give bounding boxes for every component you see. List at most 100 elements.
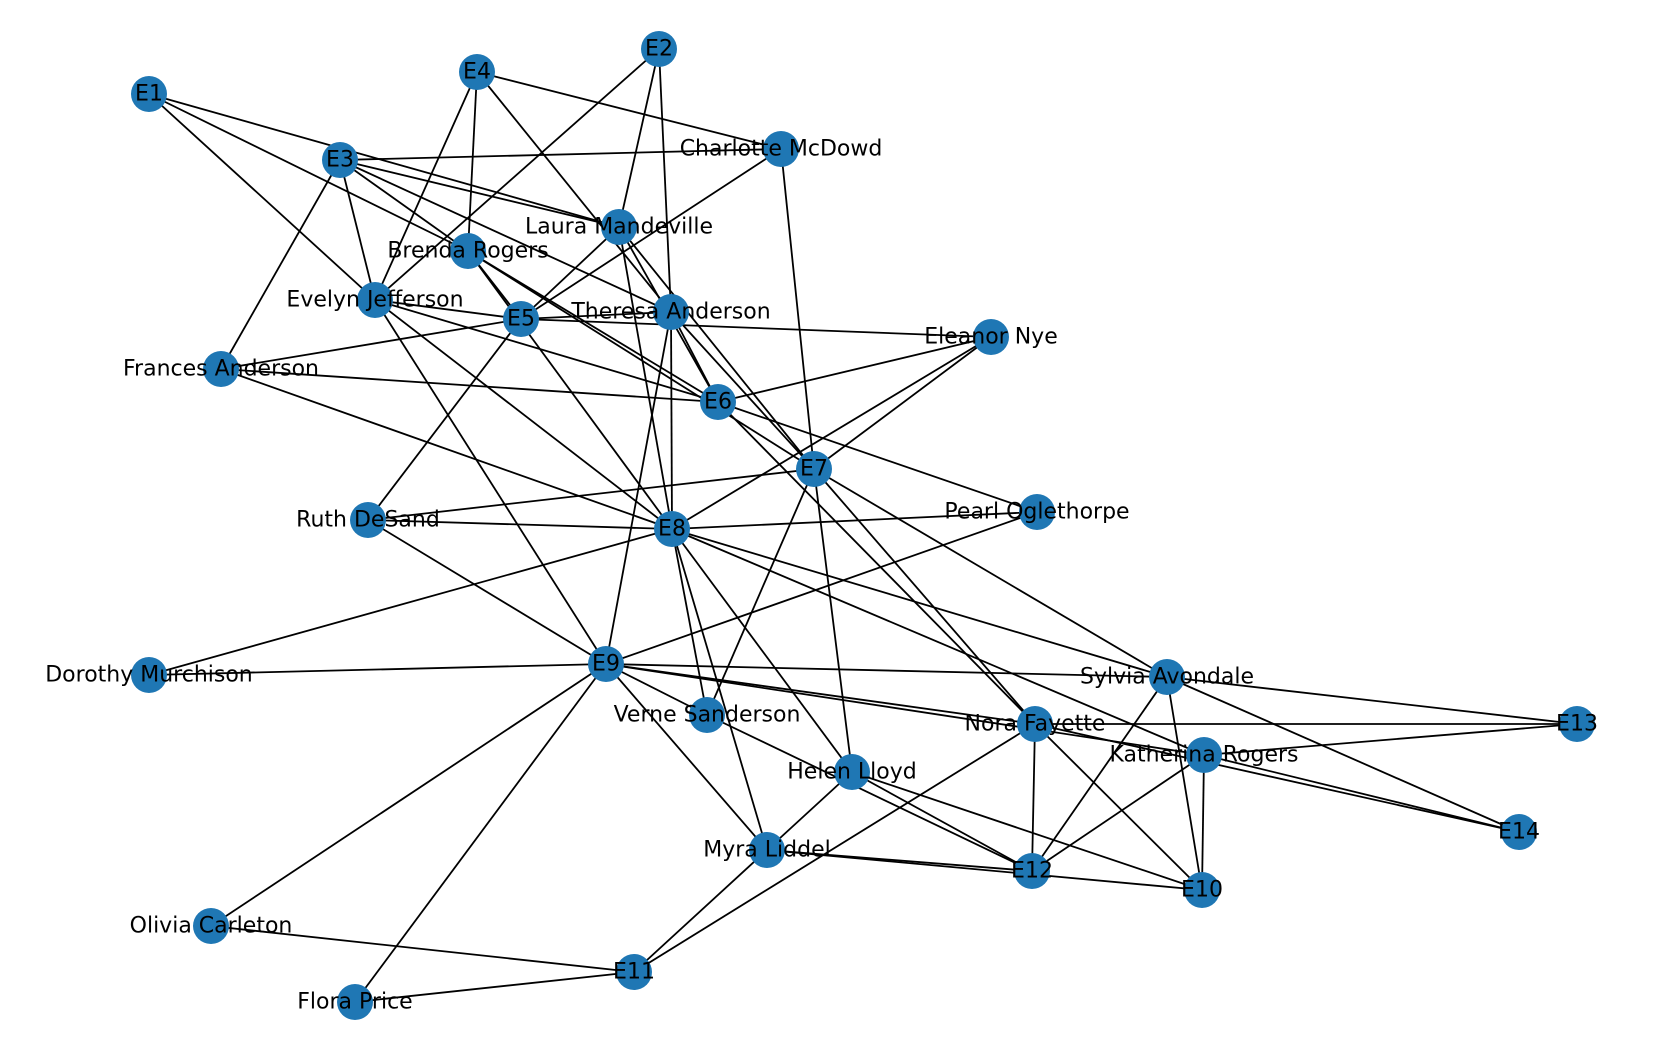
node-label: E9 bbox=[592, 652, 620, 677]
node-circle[interactable] bbox=[357, 282, 393, 318]
node-e5[interactable]: E5 bbox=[503, 301, 539, 337]
edge-dorothy-e9 bbox=[148, 663, 607, 676]
edge-laura-e5 bbox=[520, 226, 620, 320]
node-myra[interactable]: Myra Liddel bbox=[703, 832, 831, 868]
node-circle[interactable] bbox=[1559, 706, 1595, 742]
edge-evelyn-e4 bbox=[374, 71, 478, 301]
node-circle[interactable] bbox=[203, 351, 239, 387]
node-circle[interactable] bbox=[834, 754, 870, 790]
node-e4[interactable]: E4 bbox=[459, 54, 495, 90]
node-circle[interactable] bbox=[654, 511, 690, 547]
node-eleanor[interactable]: Eleanor Nye bbox=[924, 319, 1058, 355]
node-circle[interactable] bbox=[1014, 853, 1050, 889]
node-verne[interactable]: Verne Sanderson bbox=[614, 697, 801, 733]
edge-laura-e7 bbox=[618, 226, 815, 470]
node-e8[interactable]: E8 bbox=[654, 511, 690, 547]
node-label: Myra Liddel bbox=[703, 838, 830, 863]
node-dorothy[interactable]: Dorothy Murchison bbox=[45, 657, 253, 693]
edge-frances-e5 bbox=[220, 318, 522, 370]
node-circle[interactable] bbox=[1149, 659, 1185, 695]
node-circle[interactable] bbox=[700, 384, 736, 420]
node-circle[interactable] bbox=[601, 209, 637, 245]
edge-eleanor-e8 bbox=[671, 336, 992, 530]
node-e1[interactable]: E1 bbox=[131, 76, 167, 112]
node-e3[interactable]: E3 bbox=[322, 142, 358, 178]
edge-verne-e8 bbox=[671, 528, 708, 716]
node-e10[interactable]: E10 bbox=[1181, 872, 1223, 908]
edge-eleanor-e5 bbox=[520, 318, 992, 338]
edge-verne-e12 bbox=[706, 714, 1033, 872]
node-ruth[interactable]: Ruth DeSand bbox=[296, 502, 440, 538]
node-circle[interactable] bbox=[749, 832, 785, 868]
node-circle[interactable] bbox=[1017, 706, 1053, 742]
node-e2[interactable]: E2 bbox=[641, 31, 677, 67]
node-helen[interactable]: Helen Lloyd bbox=[787, 754, 917, 790]
node-circle[interactable] bbox=[193, 908, 229, 944]
edge-ruth-e5 bbox=[367, 318, 522, 521]
node-circle[interactable] bbox=[641, 31, 677, 67]
node-circle[interactable] bbox=[689, 697, 725, 733]
edge-nora-e11 bbox=[633, 723, 1036, 973]
edge-katherina-e14 bbox=[1203, 754, 1520, 833]
node-circle[interactable] bbox=[131, 657, 167, 693]
node-sylvia[interactable]: Sylvia Avondale bbox=[1080, 659, 1254, 695]
node-circle[interactable] bbox=[763, 131, 799, 167]
node-label: E4 bbox=[463, 60, 491, 85]
node-circle[interactable] bbox=[1501, 814, 1537, 850]
node-flora[interactable]: Flora Price bbox=[297, 984, 413, 1020]
edge-katherina-e8 bbox=[671, 528, 1205, 756]
node-e12[interactable]: E12 bbox=[1011, 853, 1053, 889]
node-circle[interactable] bbox=[1019, 494, 1055, 530]
node-label: Frances Anderson bbox=[123, 357, 319, 382]
node-circle[interactable] bbox=[796, 451, 832, 487]
node-circle[interactable] bbox=[350, 502, 386, 538]
node-e13[interactable]: E13 bbox=[1556, 706, 1598, 742]
node-circle[interactable] bbox=[1184, 872, 1220, 908]
edge-eleanor-e6 bbox=[717, 336, 992, 403]
edge-brenda-e7 bbox=[467, 250, 815, 470]
node-charlotte[interactable]: Charlotte McDowd bbox=[680, 131, 883, 167]
node-frances[interactable]: Frances Anderson bbox=[123, 351, 319, 387]
node-circle[interactable] bbox=[973, 319, 1009, 355]
node-circle[interactable] bbox=[1186, 737, 1222, 773]
node-circle[interactable] bbox=[337, 984, 373, 1020]
node-circle[interactable] bbox=[616, 954, 652, 990]
edge-nora-e14 bbox=[1034, 723, 1520, 833]
node-katherina[interactable]: Katherina Rogers bbox=[1110, 737, 1299, 773]
node-theresa[interactable]: Theresa Anderson bbox=[570, 294, 771, 330]
node-e7[interactable]: E7 bbox=[796, 451, 832, 487]
node-label: Evelyn Jefferson bbox=[286, 288, 463, 313]
node-nora[interactable]: Nora Fayette bbox=[965, 706, 1106, 742]
node-circle[interactable] bbox=[450, 233, 486, 269]
node-e6[interactable]: E6 bbox=[700, 384, 736, 420]
node-e9[interactable]: E9 bbox=[588, 646, 624, 682]
edge-flora-e11 bbox=[354, 971, 635, 1003]
node-circle[interactable] bbox=[459, 54, 495, 90]
node-circle[interactable] bbox=[503, 301, 539, 337]
node-e14[interactable]: E14 bbox=[1498, 814, 1540, 850]
edge-sylvia-e13 bbox=[1166, 676, 1578, 725]
node-label: Theresa Anderson bbox=[570, 300, 770, 325]
edge-brenda-e4 bbox=[467, 71, 478, 252]
node-pearl[interactable]: Pearl Oglethorpe bbox=[944, 494, 1130, 530]
node-circle[interactable] bbox=[322, 142, 358, 178]
node-label: Ruth DeSand bbox=[296, 508, 440, 533]
node-label: Dorothy Murchison bbox=[45, 663, 253, 688]
node-circle[interactable] bbox=[131, 76, 167, 112]
edge-frances-e8 bbox=[220, 368, 673, 530]
node-laura[interactable]: Laura Mandeville bbox=[525, 209, 713, 245]
node-brenda[interactable]: Brenda Rogers bbox=[387, 233, 549, 269]
node-label: E7 bbox=[800, 457, 828, 482]
edge-frances-e3 bbox=[220, 159, 341, 370]
edge-helen-e10 bbox=[851, 771, 1203, 891]
node-circle[interactable] bbox=[588, 646, 624, 682]
edge-olivia-e11 bbox=[210, 925, 635, 973]
edge-theresa-e2 bbox=[658, 48, 672, 313]
edge-sylvia-e14 bbox=[1166, 676, 1520, 833]
node-circle[interactable] bbox=[653, 294, 689, 330]
node-e11[interactable]: E11 bbox=[613, 954, 655, 990]
node-evelyn[interactable]: Evelyn Jefferson bbox=[286, 282, 464, 318]
node-olivia[interactable]: Olivia Carleton bbox=[130, 908, 293, 944]
edge-theresa-e8 bbox=[670, 311, 673, 530]
